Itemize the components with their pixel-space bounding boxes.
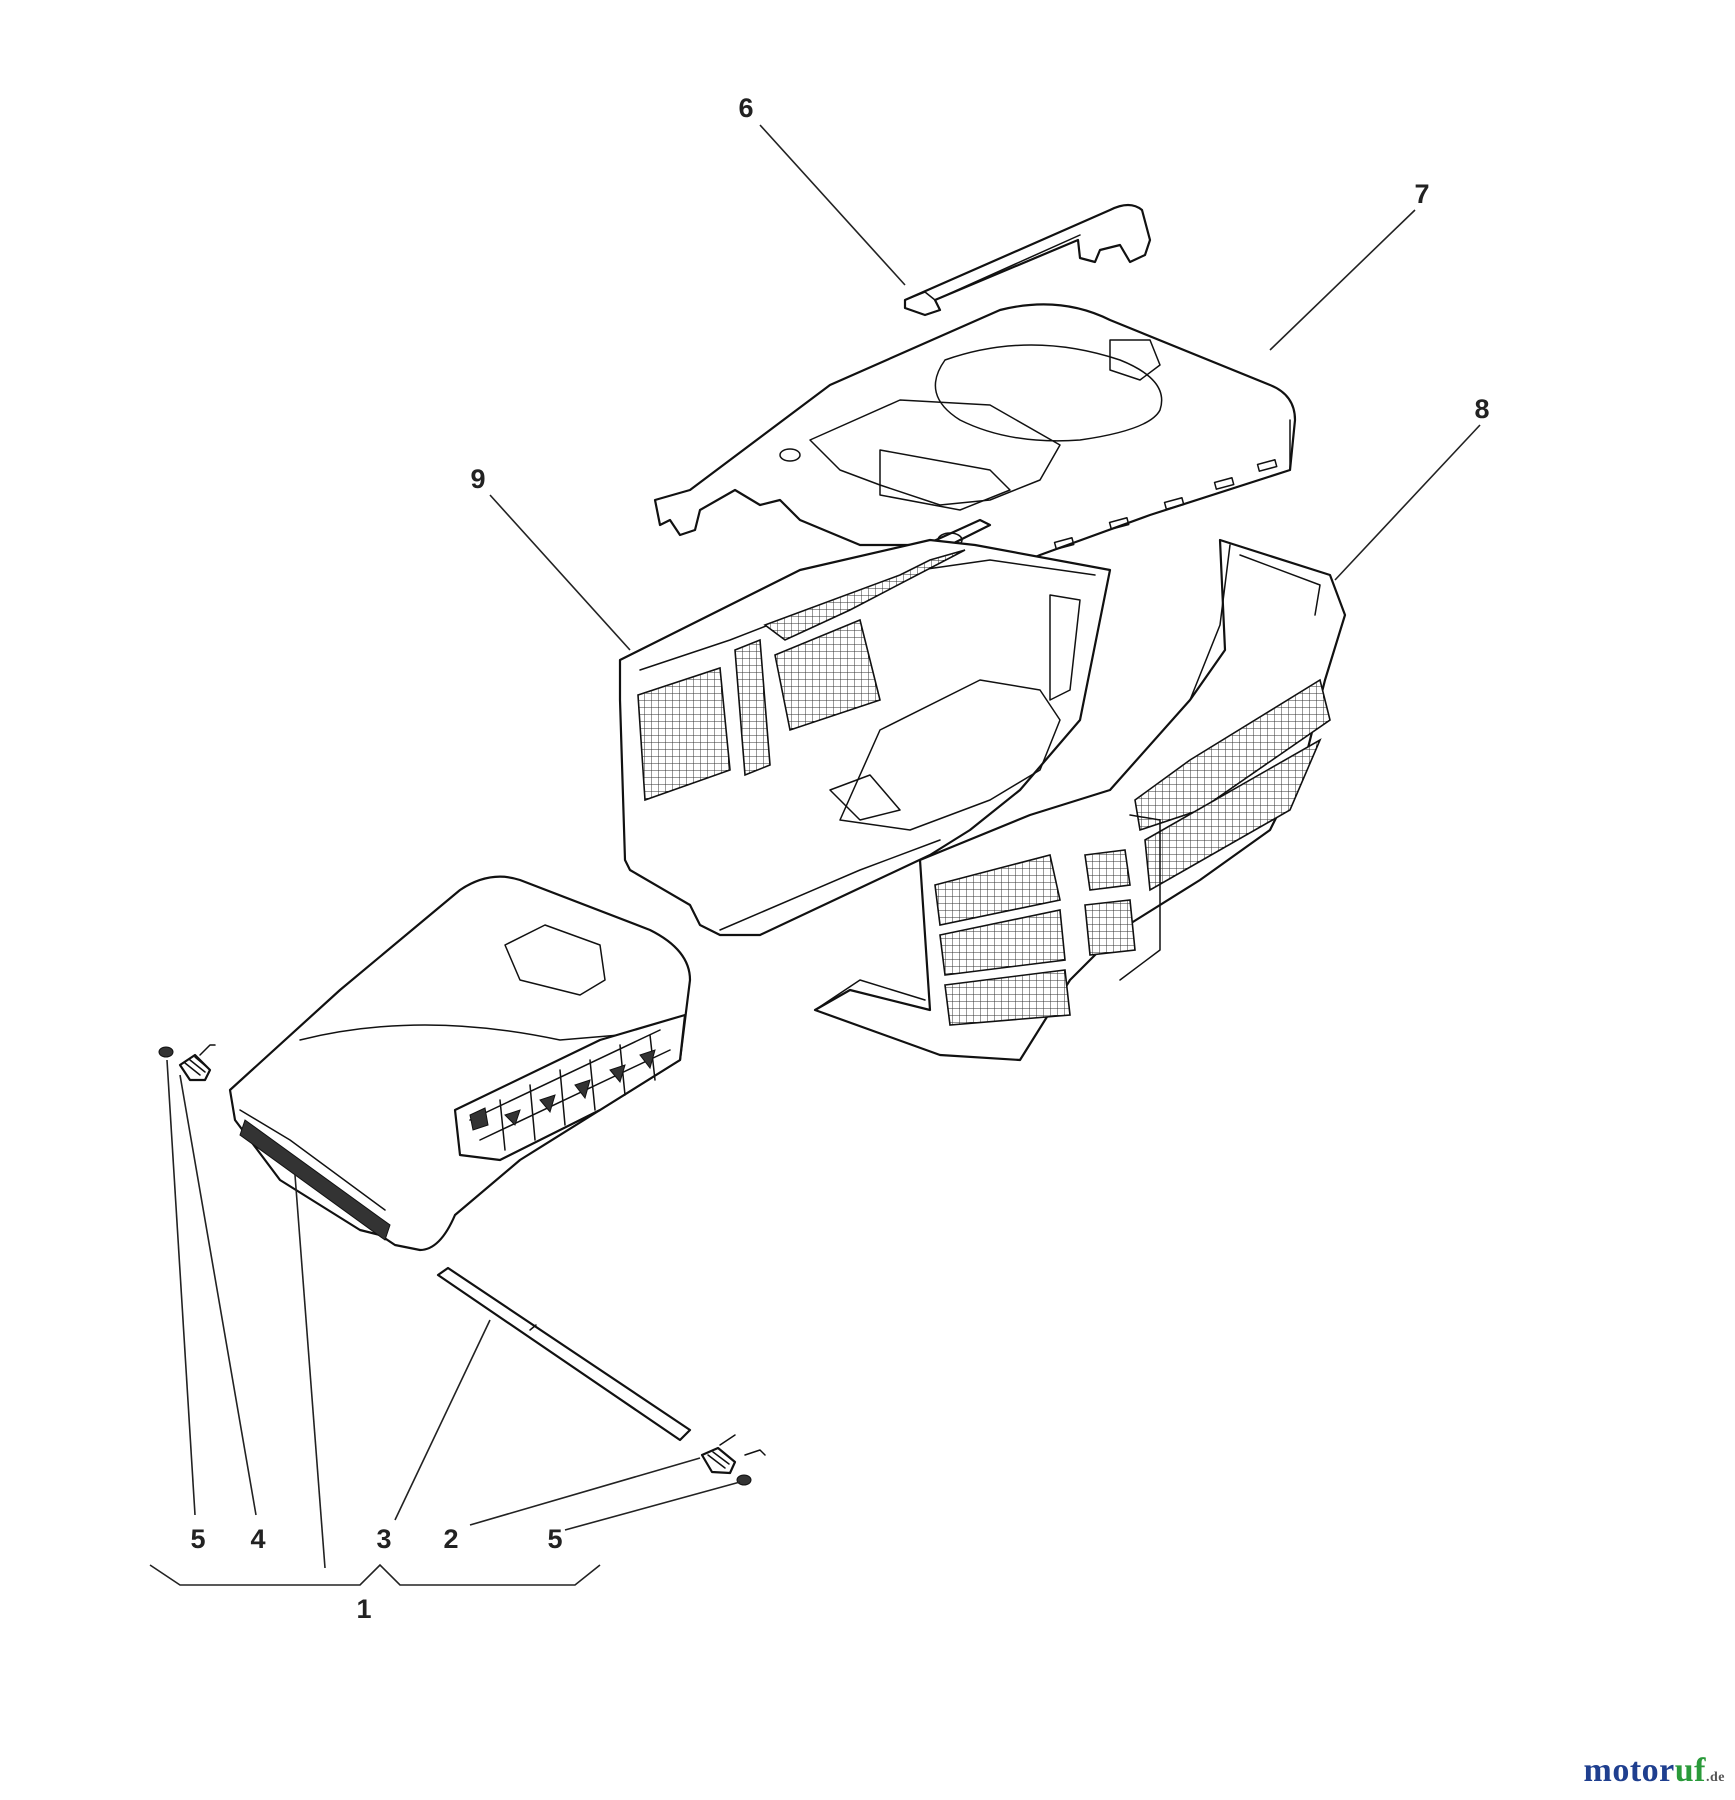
callout-2: 2	[443, 1524, 458, 1554]
part-8-right-catcher	[813, 538, 1347, 1062]
watermark-uf: uf	[1674, 1752, 1706, 1789]
leader-2	[469, 1457, 701, 1526]
callout-1: 1	[356, 1594, 371, 1624]
leader-6	[759, 124, 906, 286]
warning-label	[453, 1013, 687, 1162]
assembly-bracket	[149, 1563, 601, 1586]
part-4-spring-left	[178, 1044, 216, 1082]
leader-7	[1269, 209, 1416, 351]
part-5-nut-right	[736, 1474, 752, 1486]
leader-lines	[149, 124, 1481, 1586]
leader-1	[294, 1174, 326, 1569]
callout-4: 4	[250, 1524, 265, 1554]
leader-5b	[564, 1481, 741, 1531]
leader-9	[489, 494, 631, 651]
part-2-spring-right	[700, 1434, 766, 1475]
leader-8	[1334, 424, 1481, 581]
callout-7: 7	[1414, 179, 1429, 209]
watermark-de: .de	[1706, 1770, 1725, 1785]
callout-6: 6	[738, 93, 753, 123]
callout-5-right: 5	[547, 1524, 562, 1554]
part-5-nut-left	[158, 1046, 174, 1058]
watermark-logo: motoruf.de	[1584, 1752, 1725, 1790]
part-7-top-frame	[653, 303, 1297, 677]
watermark-motor: motor	[1583, 1752, 1675, 1789]
leader-3	[394, 1319, 491, 1521]
callout-8: 8	[1474, 394, 1489, 424]
part-9-left-catcher	[618, 538, 1112, 937]
callout-9: 9	[470, 464, 485, 494]
leader-5a	[166, 1059, 196, 1516]
part-6-handle	[903, 203, 1152, 317]
part-1-rear-flap	[228, 875, 692, 1252]
callout-5-left: 5	[190, 1524, 205, 1554]
leader-4	[179, 1074, 257, 1516]
callout-3: 3	[376, 1524, 391, 1554]
part-3-rod	[436, 1266, 692, 1442]
